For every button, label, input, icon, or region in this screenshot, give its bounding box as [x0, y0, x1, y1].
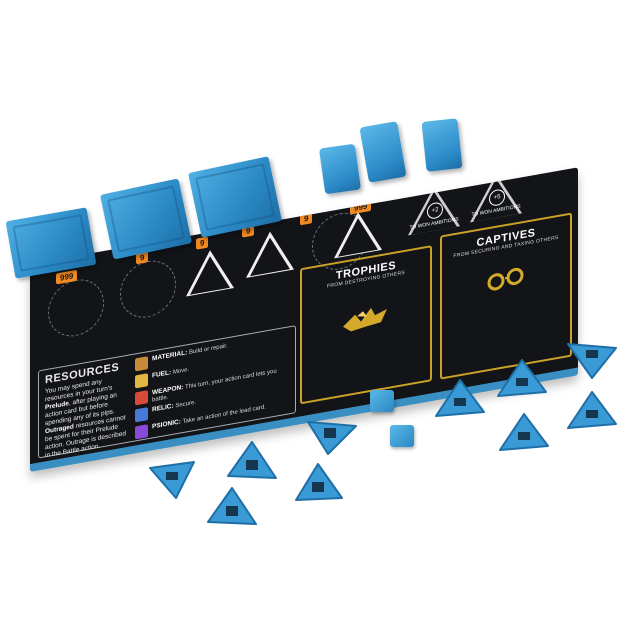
resource-fuel-name: FUEL:: [152, 369, 172, 380]
starport-token-7[interactable]: [496, 358, 548, 398]
psionic-icon: [135, 424, 148, 440]
city-slot-1[interactable]: [48, 274, 104, 341]
resources-panel: RESOURCES You may spend any resources in…: [38, 325, 296, 460]
player-board-wrapper: 999 9 9 9 9 999 +2 TO WON AMBITIONS +5 T…: [30, 81, 578, 473]
relic-icon: [135, 407, 148, 423]
starport-token-9[interactable]: [498, 412, 550, 452]
resource-material-desc: Build or repair.: [188, 343, 228, 356]
fuel-icon: [135, 373, 148, 389]
starport-slot-1-inner: [190, 252, 230, 295]
resource-relic-name: RELIC:: [152, 402, 174, 414]
trophies-panel[interactable]: TROPHIES FROM DESTROYING OTHERS: [300, 245, 432, 405]
weapon-icon: [135, 390, 148, 406]
trophies-ship-art-icon: [343, 307, 387, 332]
starport-slot-2-inner: [250, 234, 290, 277]
agent-cube-1[interactable]: [370, 390, 394, 412]
resource-relic-desc: Secure.: [175, 399, 197, 410]
material-icon: [135, 356, 148, 372]
handcuffs-icon: [487, 267, 524, 291]
captives-panel[interactable]: CAPTIVES FROM SECURING AND TAXING OTHERS: [440, 212, 572, 380]
starport-token-5[interactable]: [206, 486, 258, 526]
citadel-piece-3[interactable]: [421, 118, 463, 172]
starport-token-6[interactable]: [434, 378, 486, 418]
resource-fuel-desc: Move.: [172, 366, 190, 376]
starport-slot-3-inner: [338, 214, 378, 257]
tier-badge-5: 9: [300, 212, 313, 226]
tier-badge-3: 9: [196, 236, 209, 250]
resource-material-name: MATERIAL:: [152, 349, 188, 363]
citadel-piece-1[interactable]: [318, 143, 362, 195]
starport-token-2[interactable]: [226, 440, 278, 480]
resources-list: MATERIAL: Build or repair. FUEL: Move. W…: [135, 331, 291, 444]
resources-description: You may spend any resources in your turn…: [45, 374, 127, 460]
player-board: 999 9 9 9 9 999 +2 TO WON AMBITIONS +5 T…: [30, 167, 578, 473]
starport-token-1[interactable]: [146, 460, 198, 500]
agent-cube-2[interactable]: [390, 425, 414, 447]
starport-token-8[interactable]: [566, 340, 618, 380]
starport-token-4[interactable]: [292, 462, 344, 502]
city-slot-2[interactable]: [120, 256, 176, 323]
starport-token-3[interactable]: [306, 416, 358, 456]
starport-token-10[interactable]: [566, 390, 618, 430]
